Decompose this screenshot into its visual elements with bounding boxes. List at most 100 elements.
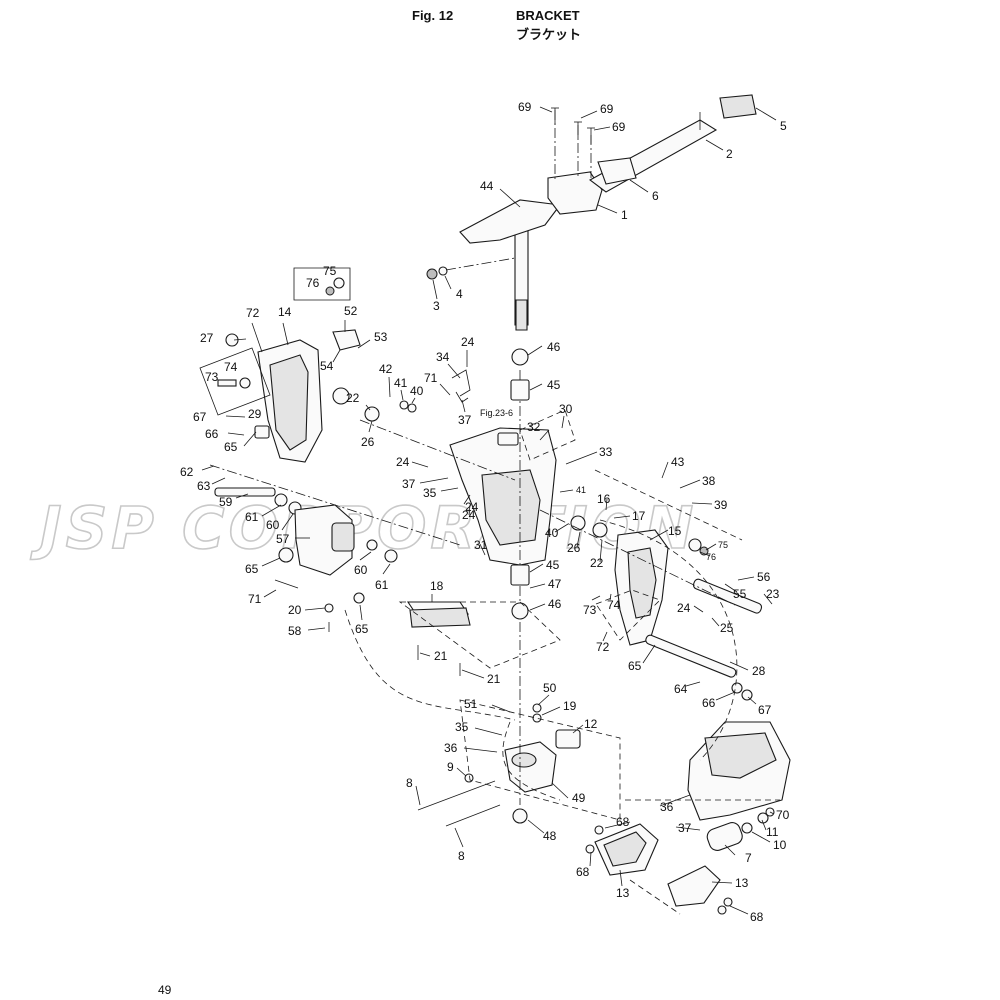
callout-62: 62 <box>180 465 194 479</box>
lower-clamp-parts <box>344 601 561 721</box>
callout-56: 56 <box>757 570 771 584</box>
callout-28: 28 <box>752 664 766 678</box>
callout-24: 24 <box>462 508 476 522</box>
callout-73: 73 <box>205 370 219 384</box>
callout-29: 29 <box>248 407 262 421</box>
callout-52: 52 <box>344 304 358 318</box>
callout-8: 8 <box>406 776 413 790</box>
callout-50: 50 <box>543 681 557 695</box>
steering-shaft-assembly <box>426 94 757 331</box>
callout-33: 33 <box>599 445 613 459</box>
callout-13: 13 <box>616 886 630 900</box>
figure-title: BRACKET <box>516 8 580 23</box>
callout-67: 67 <box>193 410 207 424</box>
left-tilt-components <box>214 487 398 632</box>
callout-6: 6 <box>652 189 659 203</box>
callout-2: 2 <box>726 147 733 161</box>
callout-61: 61 <box>375 578 389 592</box>
callout-43: 43 <box>671 455 685 469</box>
callout-68: 68 <box>576 865 590 879</box>
callout-41: 41 <box>394 376 408 390</box>
callout-39: 39 <box>714 498 728 512</box>
callout-20: 20 <box>288 603 302 617</box>
callout-49: 49 <box>572 791 586 805</box>
callout-67: 67 <box>758 703 772 717</box>
callout-46: 46 <box>548 597 562 611</box>
callout-59: 59 <box>219 495 233 509</box>
callout-54: 54 <box>320 359 334 373</box>
callout-36: 36 <box>444 741 458 755</box>
callout-27: 27 <box>200 331 214 345</box>
callout-68: 68 <box>750 910 764 924</box>
page-number: 49 <box>158 983 172 997</box>
callout-24: 24 <box>465 500 479 514</box>
callout-65: 65 <box>224 440 238 454</box>
callout-40: 40 <box>545 526 559 540</box>
callout-10: 10 <box>773 838 787 852</box>
callout-11: 11 <box>766 825 779 839</box>
callout-55: 55 <box>733 587 747 601</box>
callout-14: 14 <box>278 305 292 319</box>
callout-24: 24 <box>677 601 691 615</box>
callout-68: 68 <box>616 815 630 829</box>
callout-19: 19 <box>563 699 577 713</box>
callout-12: 12 <box>584 717 598 731</box>
callout-9: 9 <box>447 760 454 774</box>
figure-label: Fig. 12 <box>412 8 454 23</box>
callout-22: 22 <box>590 556 604 570</box>
callout-21: 21 <box>434 649 448 663</box>
callout-30: 30 <box>559 402 573 416</box>
callout-26: 26 <box>567 541 581 555</box>
callout-25: 25 <box>720 621 734 635</box>
callout-37: 37 <box>402 477 416 491</box>
figure-reference: Fig.23-6 <box>480 408 513 418</box>
callout-5: 5 <box>780 119 787 133</box>
callout-31: 31 <box>474 538 488 552</box>
callout-74: 74 <box>607 598 621 612</box>
callout-71: 71 <box>248 592 262 606</box>
callout-57: 57 <box>276 532 290 546</box>
callout-35: 35 <box>455 720 469 734</box>
leader-lines <box>201 106 777 915</box>
callout-66: 66 <box>702 696 716 710</box>
callout-48: 48 <box>543 829 557 843</box>
callout-72: 72 <box>596 640 610 654</box>
callout-34: 34 <box>436 350 450 364</box>
callout-45: 45 <box>546 558 560 572</box>
callout-32: 32 <box>527 420 541 434</box>
callout-15: 15 <box>668 524 682 538</box>
callout-46: 46 <box>547 340 561 354</box>
callout-76: 76 <box>706 552 716 562</box>
callout-65: 65 <box>245 562 259 576</box>
callout-47: 47 <box>548 577 562 591</box>
callout-75: 75 <box>718 540 728 550</box>
callout-1: 1 <box>621 208 628 222</box>
callout-66: 66 <box>205 427 219 441</box>
callout-36: 36 <box>660 800 674 814</box>
part-callouts: 69 69 69 5 2 6 1 44 3 4 75 76 72 14 52 5… <box>180 100 790 924</box>
callout-73: 73 <box>583 603 597 617</box>
callout-21: 21 <box>487 672 501 686</box>
callout-37: 37 <box>678 821 692 835</box>
callout-60: 60 <box>266 518 280 532</box>
callout-65: 65 <box>355 622 369 636</box>
callout-69: 69 <box>600 102 614 116</box>
callout-17: 17 <box>632 509 646 523</box>
lower-mounting-assembly <box>417 690 621 827</box>
callout-41: 41 <box>576 485 586 495</box>
callout-60: 60 <box>354 563 368 577</box>
lower-housing-assembly <box>585 519 791 915</box>
callout-4: 4 <box>456 287 463 301</box>
callout-23: 23 <box>766 587 780 601</box>
callout-69: 69 <box>518 100 532 114</box>
callout-3: 3 <box>433 299 440 313</box>
callout-38: 38 <box>702 474 716 488</box>
callout-16: 16 <box>597 492 611 506</box>
callout-35: 35 <box>423 486 437 500</box>
callout-63: 63 <box>197 479 211 493</box>
callout-7: 7 <box>745 851 752 865</box>
callout-51: 51 <box>464 697 478 711</box>
callout-24: 24 <box>396 455 410 469</box>
callout-76: 76 <box>306 276 320 290</box>
